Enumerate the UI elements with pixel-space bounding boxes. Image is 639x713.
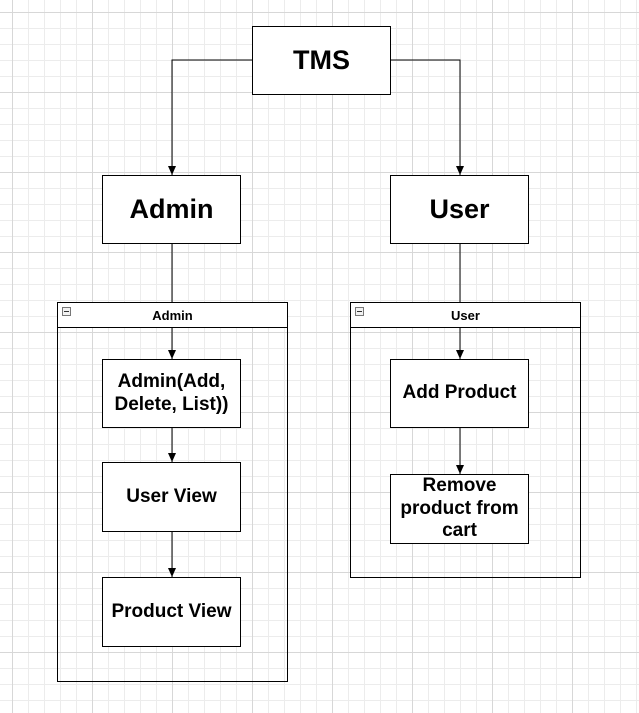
admin-container: Admin xyxy=(57,302,288,682)
edge-tms-to-admin xyxy=(168,59,252,175)
user-container: User xyxy=(350,302,581,578)
admin-node-label: Admin xyxy=(129,194,214,225)
collapse-icon[interactable] xyxy=(355,307,364,316)
edge-tms-to-user xyxy=(390,59,464,175)
tms-node-label: TMS xyxy=(293,45,350,76)
user-view-label: User View xyxy=(126,485,217,507)
remove-product-label: Remove product from cart xyxy=(400,474,519,542)
admin-operations-label: Admin(Add, Delete, List)) xyxy=(114,370,229,415)
user-view-node[interactable]: User View xyxy=(102,462,241,532)
user-node-label: User xyxy=(429,194,490,225)
tms-node[interactable]: TMS xyxy=(252,26,391,95)
admin-container-title: Admin xyxy=(152,307,193,323)
user-container-header[interactable]: User xyxy=(351,303,580,328)
admin-node[interactable]: Admin xyxy=(102,175,241,244)
collapse-icon[interactable] xyxy=(62,307,71,316)
admin-container-header[interactable]: Admin xyxy=(58,303,287,328)
admin-operations-node[interactable]: Admin(Add, Delete, List)) xyxy=(102,359,241,428)
add-product-node[interactable]: Add Product xyxy=(390,359,529,428)
product-view-node[interactable]: Product View xyxy=(102,577,241,647)
user-node[interactable]: User xyxy=(390,175,529,244)
user-container-title: User xyxy=(451,307,480,323)
add-product-label: Add Product xyxy=(402,382,517,404)
product-view-label: Product View xyxy=(111,600,232,622)
remove-product-node[interactable]: Remove product from cart xyxy=(390,474,529,544)
